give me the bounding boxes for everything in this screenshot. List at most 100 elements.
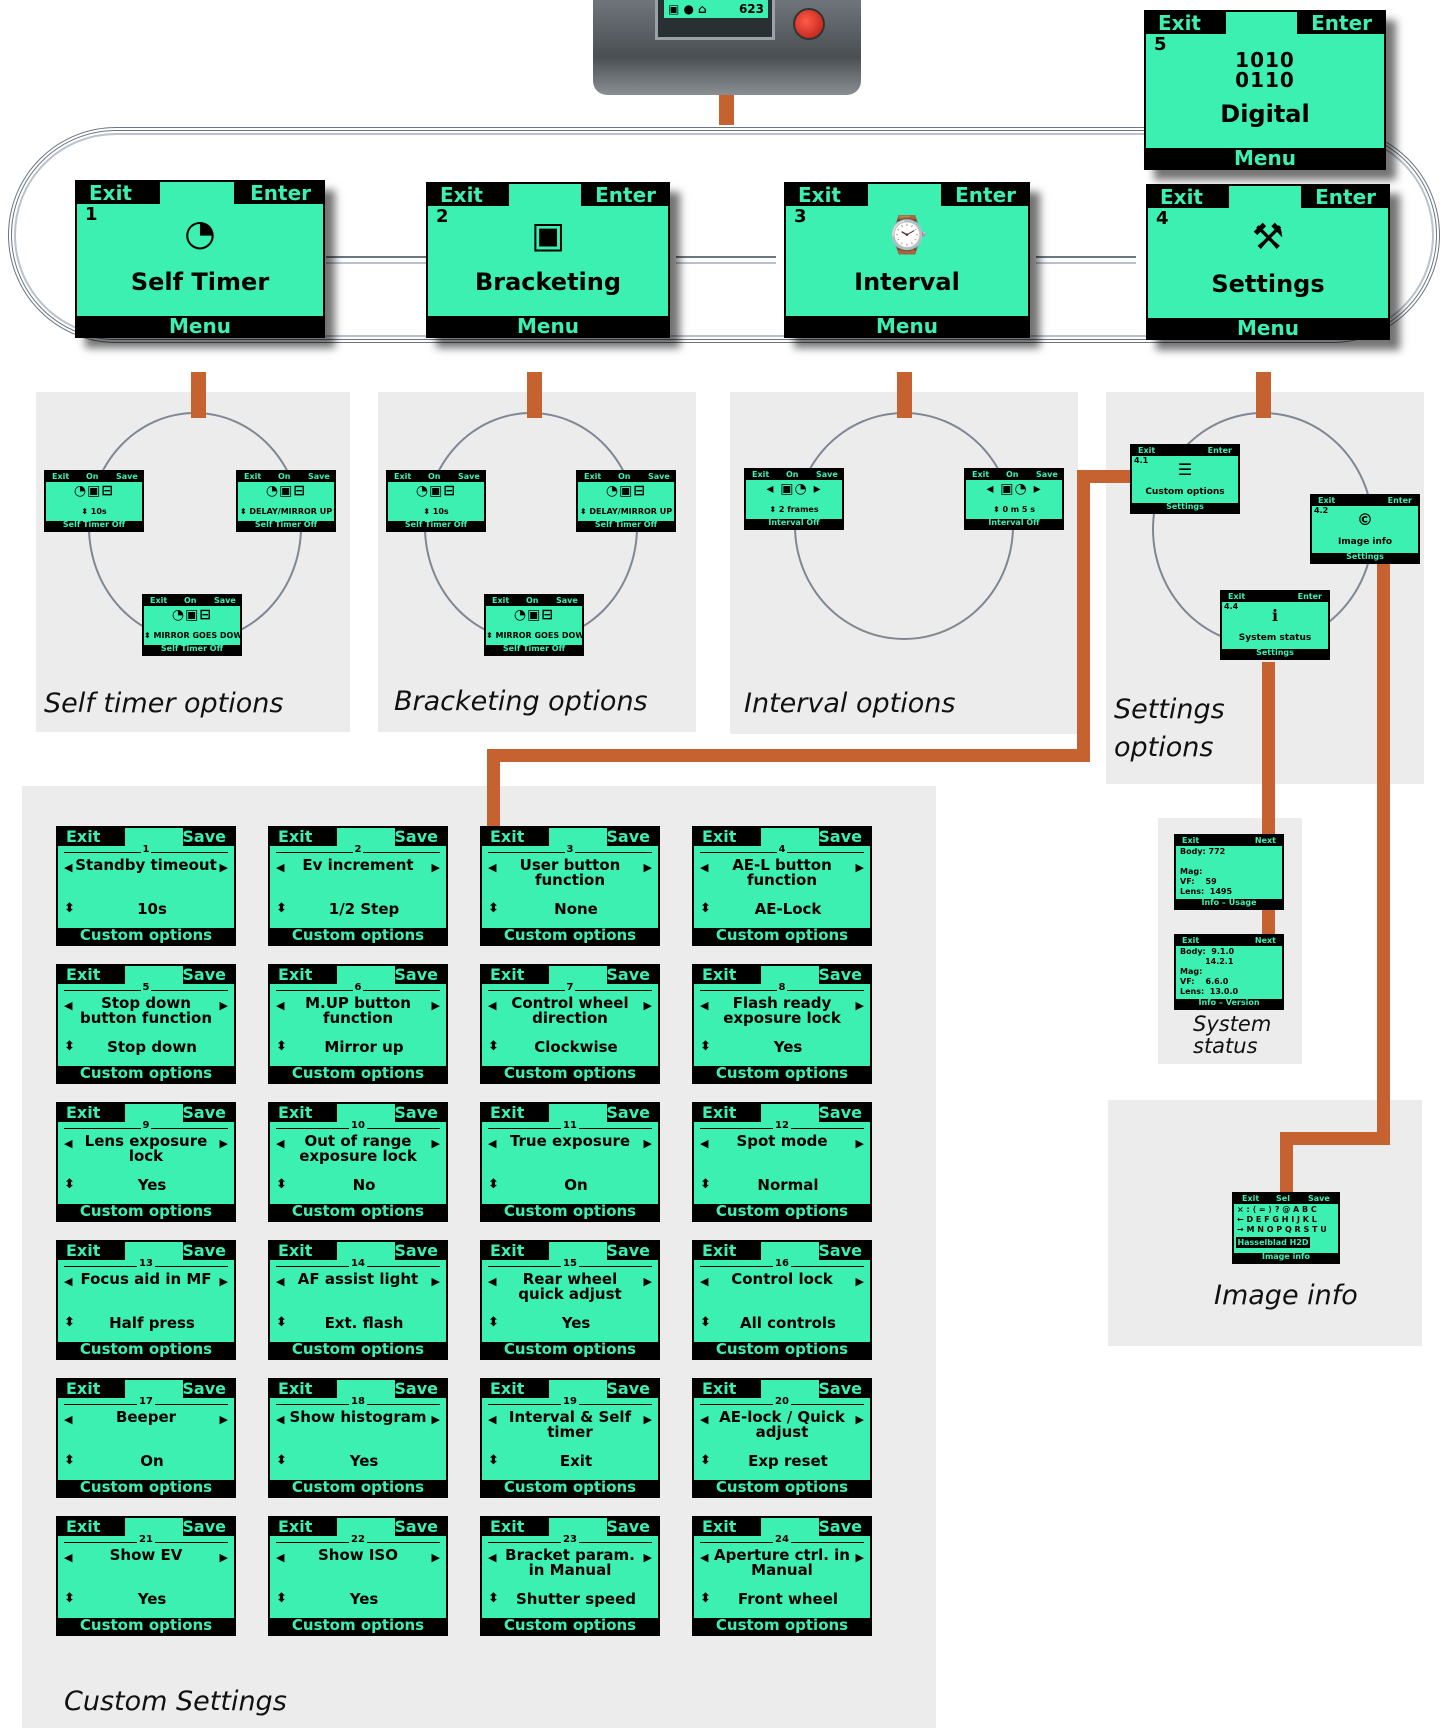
custom-save[interactable]: Save xyxy=(394,1243,438,1259)
right-arrow-icon[interactable]: ▶ xyxy=(644,1414,652,1425)
up-down-icon[interactable]: ⬍ xyxy=(64,1454,75,1467)
main-exit-label[interactable]: Exit xyxy=(440,185,483,205)
sm-save[interactable]: Save xyxy=(648,473,670,481)
right-arrow-icon[interactable]: ▶ xyxy=(220,1414,228,1425)
left-arrow-icon[interactable]: ◀ xyxy=(276,1414,284,1425)
right-arrow-icon[interactable]: ▶ xyxy=(644,862,652,873)
left-arrow-icon[interactable]: ◀ xyxy=(64,1000,72,1011)
sm-exit[interactable]: Exit xyxy=(972,471,989,479)
left-arrow-icon[interactable]: ◀ xyxy=(276,1552,284,1563)
main-exit-label[interactable]: Exit xyxy=(798,185,841,205)
main-enter-label[interactable]: Enter xyxy=(250,183,311,203)
main-enter-label[interactable]: Enter xyxy=(1315,187,1376,207)
main-enter-label[interactable]: Enter xyxy=(595,185,656,205)
up-down-icon[interactable]: ⬍ xyxy=(64,1592,75,1605)
up-down-icon[interactable]: ⬍ xyxy=(488,1454,499,1467)
sm-on[interactable]: On xyxy=(1006,471,1019,479)
right-arrow-icon[interactable]: ▶ xyxy=(220,862,228,873)
custom-exit[interactable]: Exit xyxy=(490,1381,524,1397)
sm-on[interactable]: On xyxy=(86,473,99,481)
profiles-esc-button[interactable] xyxy=(793,8,825,40)
custom-save[interactable]: Save xyxy=(394,967,438,983)
sm-save[interactable]: Save xyxy=(816,471,838,479)
custom-exit[interactable]: Exit xyxy=(490,1243,524,1259)
custom-exit[interactable]: Exit xyxy=(702,1381,736,1397)
custom-exit[interactable]: Exit xyxy=(278,967,312,983)
main-exit-label[interactable]: Exit xyxy=(1160,187,1203,207)
right-arrow-icon[interactable]: ▶ xyxy=(432,1414,440,1425)
custom-save[interactable]: Save xyxy=(606,829,650,845)
sm-exit[interactable]: Exit xyxy=(584,473,601,481)
up-down-icon[interactable]: ⬍ xyxy=(488,1592,499,1605)
custom-exit[interactable]: Exit xyxy=(66,829,100,845)
left-arrow-icon[interactable]: ◀ xyxy=(700,1414,708,1425)
image-info-exit[interactable]: Exit xyxy=(1242,1195,1259,1203)
sm-on[interactable]: On xyxy=(184,597,197,605)
custom-save[interactable]: Save xyxy=(394,829,438,845)
status-exit[interactable]: Exit xyxy=(1182,937,1199,945)
image-info-save[interactable]: Save xyxy=(1308,1195,1330,1203)
custom-exit[interactable]: Exit xyxy=(66,1381,100,1397)
custom-save[interactable]: Save xyxy=(182,829,226,845)
up-down-icon[interactable]: ⬍ xyxy=(700,1040,711,1053)
up-down-icon[interactable]: ⬍ xyxy=(276,1316,287,1329)
custom-save[interactable]: Save xyxy=(606,967,650,983)
left-arrow-icon[interactable]: ◀ xyxy=(64,1552,72,1563)
custom-exit[interactable]: Exit xyxy=(278,1519,312,1535)
up-down-icon[interactable]: ⬍ xyxy=(276,1178,287,1191)
main-menu-footer[interactable]: Menu xyxy=(1146,148,1384,168)
left-arrow-icon[interactable]: ◀ xyxy=(488,1000,496,1011)
left-arrow-icon[interactable]: ◀ xyxy=(700,1138,708,1149)
right-arrow-icon[interactable]: ▶ xyxy=(856,1138,864,1149)
custom-save[interactable]: Save xyxy=(818,967,862,983)
right-arrow-icon[interactable]: ▶ xyxy=(220,1552,228,1563)
custom-save[interactable]: Save xyxy=(818,829,862,845)
custom-exit[interactable]: Exit xyxy=(490,967,524,983)
main-menu-footer[interactable]: Menu xyxy=(1148,318,1388,338)
left-arrow-icon[interactable]: ◀ xyxy=(488,1138,496,1149)
right-arrow-icon[interactable]: ▶ xyxy=(220,1276,228,1287)
right-arrow-icon[interactable]: ▶ xyxy=(856,1276,864,1287)
main-enter-label[interactable]: Enter xyxy=(955,185,1016,205)
sm-on[interactable]: On xyxy=(786,471,799,479)
sm-exit[interactable]: Exit xyxy=(150,597,167,605)
up-down-icon[interactable]: ⬍ xyxy=(64,902,75,915)
main-exit-label[interactable]: Exit xyxy=(89,183,132,203)
status-next[interactable]: Next xyxy=(1255,837,1276,845)
custom-exit[interactable]: Exit xyxy=(66,1243,100,1259)
right-arrow-icon[interactable]: ▶ xyxy=(856,1000,864,1011)
right-arrow-icon[interactable]: ▶ xyxy=(432,1276,440,1287)
left-arrow-icon[interactable]: ◀ xyxy=(488,1552,496,1563)
sm-on[interactable]: On xyxy=(618,473,631,481)
up-down-icon[interactable]: ⬍ xyxy=(488,1040,499,1053)
custom-exit[interactable]: Exit xyxy=(702,1519,736,1535)
settings-exit[interactable]: Exit xyxy=(1228,593,1245,601)
left-arrow-icon[interactable]: ◀ xyxy=(488,862,496,873)
sm-exit[interactable]: Exit xyxy=(492,597,509,605)
up-down-icon[interactable]: ⬍ xyxy=(700,1316,711,1329)
settings-exit[interactable]: Exit xyxy=(1138,447,1155,455)
custom-save[interactable]: Save xyxy=(182,967,226,983)
up-down-icon[interactable]: ⬍ xyxy=(488,1178,499,1191)
custom-save[interactable]: Save xyxy=(606,1105,650,1121)
right-arrow-icon[interactable]: ▶ xyxy=(856,862,864,873)
